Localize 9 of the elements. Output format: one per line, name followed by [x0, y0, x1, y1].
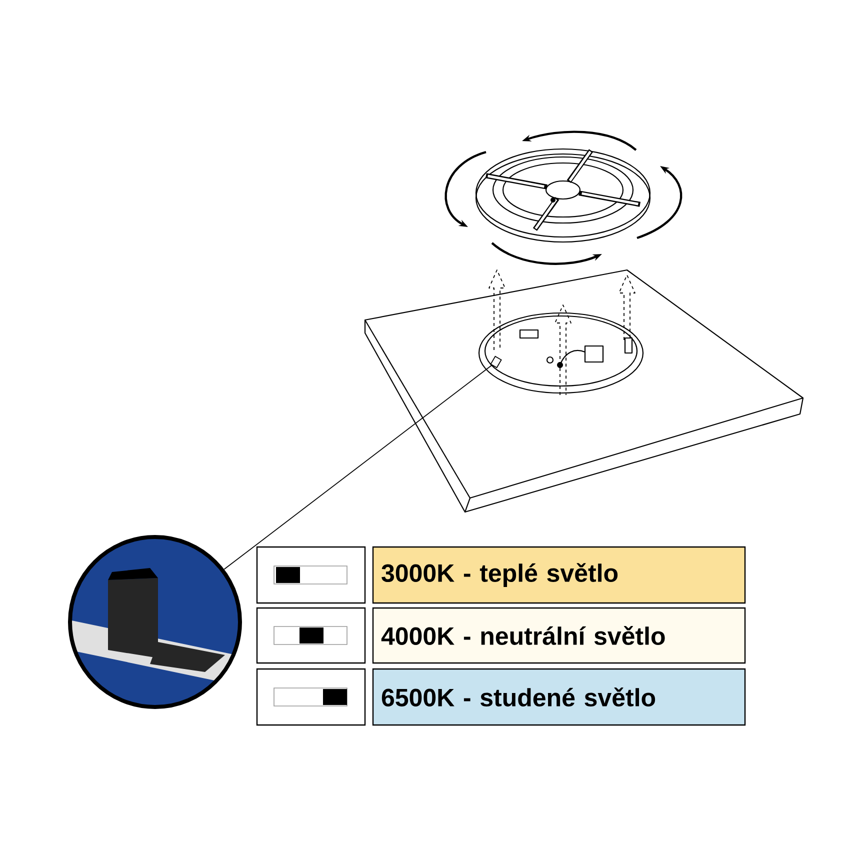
- color-temperature-box: 6500K - studené světlo: [372, 668, 746, 726]
- color-temperature-box: 4000K - neutrální světlo: [372, 607, 746, 664]
- zoom-detail-drawing: [68, 535, 242, 709]
- switch-drawing: [490, 356, 502, 368]
- switch-position-box: [256, 668, 366, 726]
- leader-line: [224, 364, 492, 570]
- color-temperature-box: 3000K - teplé světlo: [372, 546, 746, 604]
- switch-position-box: [256, 546, 366, 604]
- switch-position-box: [256, 607, 366, 664]
